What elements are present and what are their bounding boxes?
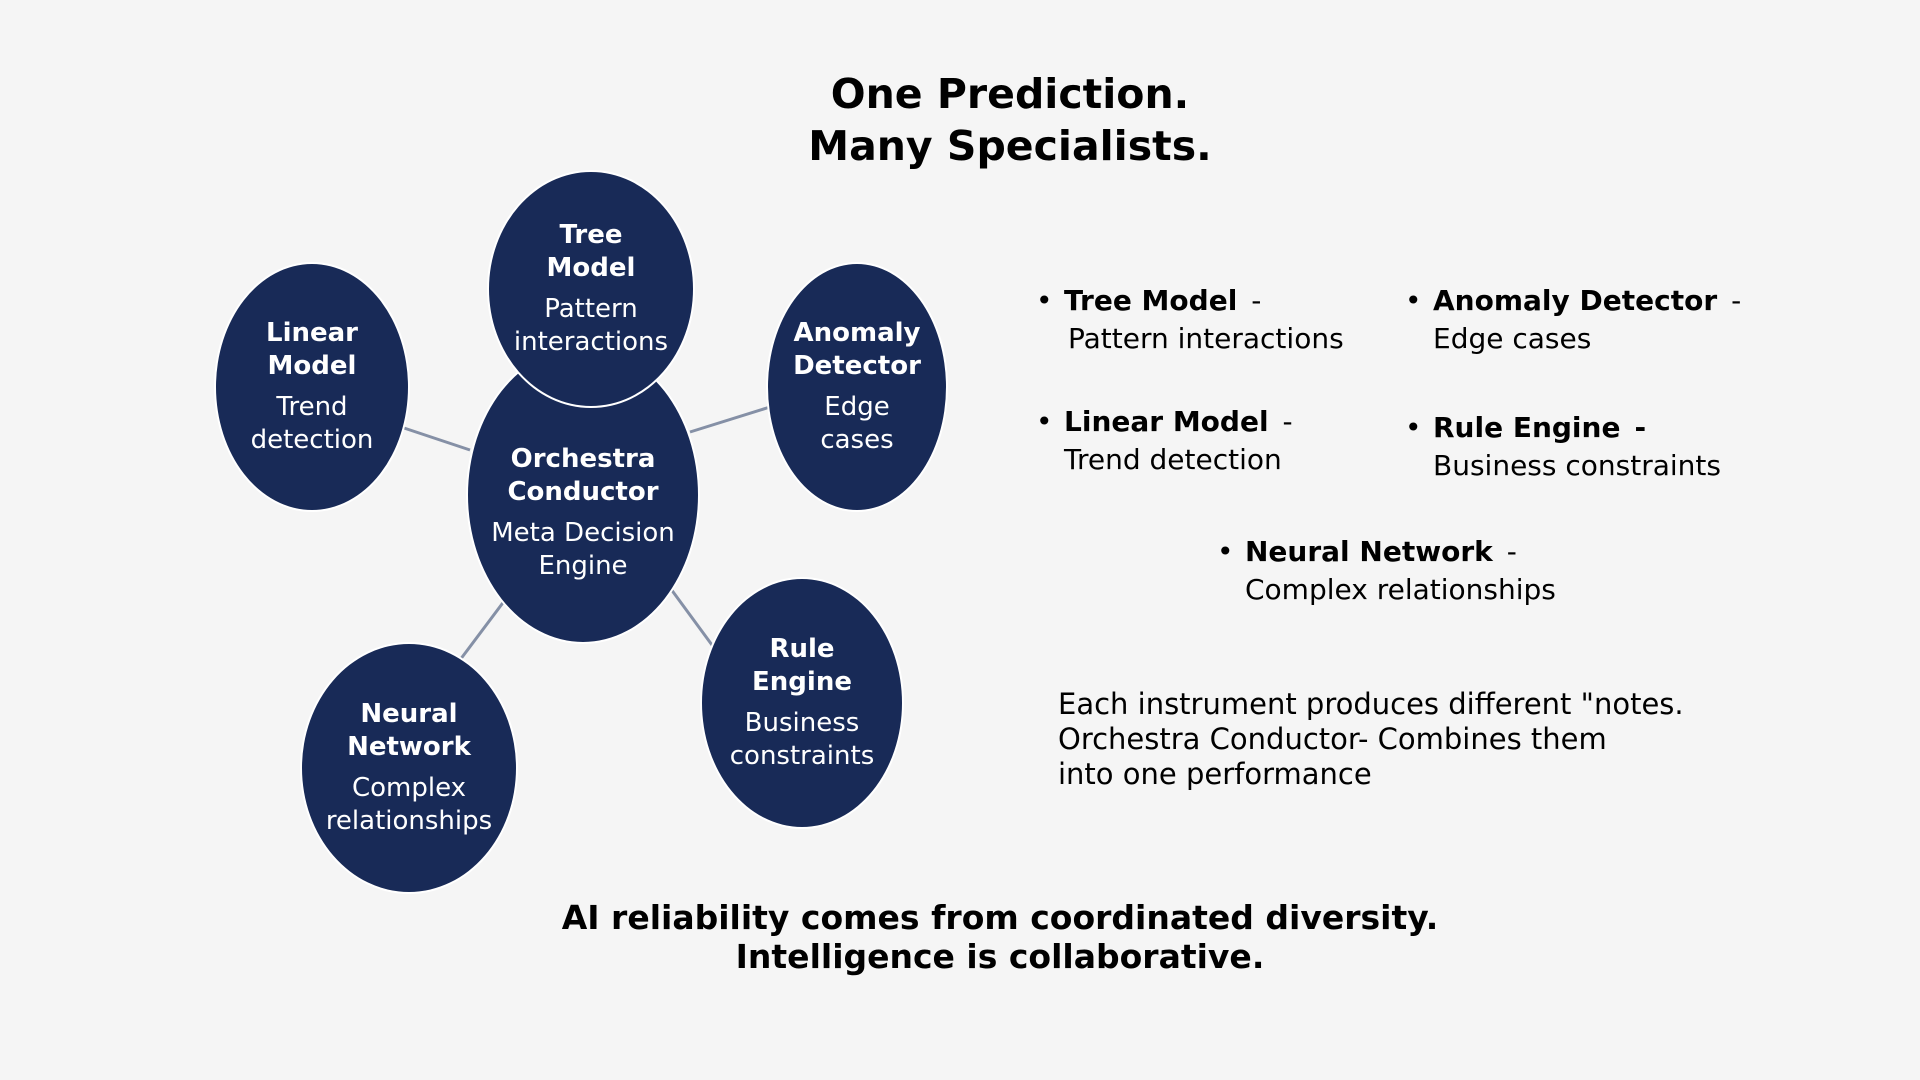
rule-engine-node: Rule Engine Business constraints — [700, 577, 904, 829]
node-desc: Business constraints — [730, 707, 875, 773]
node-title-line: Linear — [266, 318, 358, 348]
node-desc-line: Meta Decision — [491, 518, 675, 548]
connector-anomaly — [689, 405, 771, 434]
node-desc-line: detection — [250, 425, 374, 455]
bullet-name: Anomaly Detector — [1433, 284, 1718, 317]
bullet-dot: • — [1217, 535, 1234, 568]
bullet-neural-network: • Neural Network- Complex relationships — [1217, 533, 1556, 609]
bullet-desc: Trend detection — [1064, 443, 1282, 476]
node-title: Neural Network — [347, 698, 471, 764]
node-desc: Trend detection — [251, 391, 374, 457]
bullet-name: Rule Engine — [1433, 411, 1621, 444]
bullet-name: Linear Model — [1064, 405, 1269, 438]
page-title: One Prediction. Many Specialists. — [660, 68, 1360, 172]
footer-line-1: AI reliability comes from coordinated di… — [561, 898, 1439, 937]
bullet-dash: - — [1251, 284, 1262, 317]
node-desc-line: Business — [744, 708, 860, 738]
connector-neural — [458, 599, 507, 661]
node-title: Rule Engine — [752, 633, 852, 699]
node-title-line: Rule — [769, 634, 835, 664]
bullet-desc: Complex relationships — [1245, 573, 1556, 606]
bullet-dash: - — [1634, 411, 1647, 444]
node-desc-line: Engine — [538, 551, 628, 581]
node-desc-line: Edge — [824, 392, 890, 422]
bullet-dash: - — [1731, 284, 1742, 317]
node-title: Anomaly Detector — [793, 317, 921, 383]
node-title: Tree Model — [547, 219, 636, 285]
node-title: Linear Model — [266, 317, 358, 383]
node-title-line: Tree — [559, 220, 623, 250]
node-title-line: Engine — [752, 667, 852, 697]
node-desc: Edge cases — [820, 391, 893, 457]
node-title-line: Model — [267, 351, 357, 381]
tree-model-node: Tree Model Pattern interactions — [487, 170, 695, 408]
node-title: Orchestra Conductor — [507, 407, 658, 509]
anomaly-detector-node: Anomaly Detector Edge cases — [766, 262, 948, 512]
node-desc-line: Trend — [276, 392, 348, 422]
note-line-2: Orchestra Conductor- Combines them — [1058, 722, 1607, 756]
node-title-line: Orchestra — [510, 444, 656, 474]
node-desc-line: relationships — [325, 806, 493, 836]
bullet-dot: • — [1405, 284, 1422, 317]
bullet-dash: - — [1506, 535, 1517, 568]
connector-rule — [666, 584, 714, 646]
bullet-linear-model: • Linear Model- Trend detection — [1036, 403, 1293, 479]
title-line-2: Many Specialists. — [808, 122, 1212, 170]
bullet-dot: • — [1036, 405, 1053, 438]
node-title-line: Network — [347, 732, 471, 762]
bullet-tree-model: • Tree Model- Pattern interactions — [1036, 282, 1344, 358]
footer-tagline: AI reliability comes from coordinated di… — [560, 898, 1440, 976]
neural-network-node: Neural Network Complex relationships — [300, 642, 518, 894]
node-desc: Complex relationships — [326, 772, 492, 838]
node-title-line: Detector — [793, 351, 921, 381]
bullet-rule-engine: • Rule Engine- Business constraints — [1405, 409, 1721, 485]
node-title-line: Neural — [360, 699, 458, 729]
node-desc-line: constraints — [729, 741, 875, 771]
node-desc: Meta Decision Engine — [491, 517, 675, 583]
node-desc-line: cases — [820, 425, 894, 455]
node-desc: Pattern interactions — [514, 293, 668, 359]
linear-model-node: Linear Model Trend detection — [214, 262, 410, 512]
connector-linear — [403, 426, 471, 452]
node-desc-line: Complex — [351, 773, 467, 803]
bullet-name: Neural Network — [1245, 535, 1493, 568]
explanation-note: Each instrument produces different "note… — [1058, 687, 1698, 792]
note-line-3: into one performance — [1058, 757, 1372, 791]
bullet-desc: Pattern interactions — [1068, 322, 1344, 355]
bullet-desc: Edge cases — [1433, 322, 1592, 355]
bullet-desc: Business constraints — [1433, 449, 1721, 482]
bullet-dot: • — [1036, 284, 1053, 317]
bullet-name: Tree Model — [1064, 284, 1238, 317]
node-title-line: Conductor — [507, 477, 659, 507]
title-line-1: One Prediction. — [830, 70, 1190, 118]
node-title-line: Anomaly — [793, 318, 921, 348]
node-title-line: Model — [546, 253, 636, 283]
bullet-dot: • — [1405, 411, 1422, 444]
bullet-dash: - — [1282, 405, 1293, 438]
node-desc-line: Pattern — [544, 294, 638, 324]
node-desc-line: interactions — [513, 327, 669, 357]
note-line-1: Each instrument produces different "note… — [1058, 687, 1684, 721]
footer-line-2: Intelligence is collaborative. — [735, 937, 1265, 976]
bullet-anomaly-detector: • Anomaly Detector- Edge cases — [1405, 282, 1742, 358]
